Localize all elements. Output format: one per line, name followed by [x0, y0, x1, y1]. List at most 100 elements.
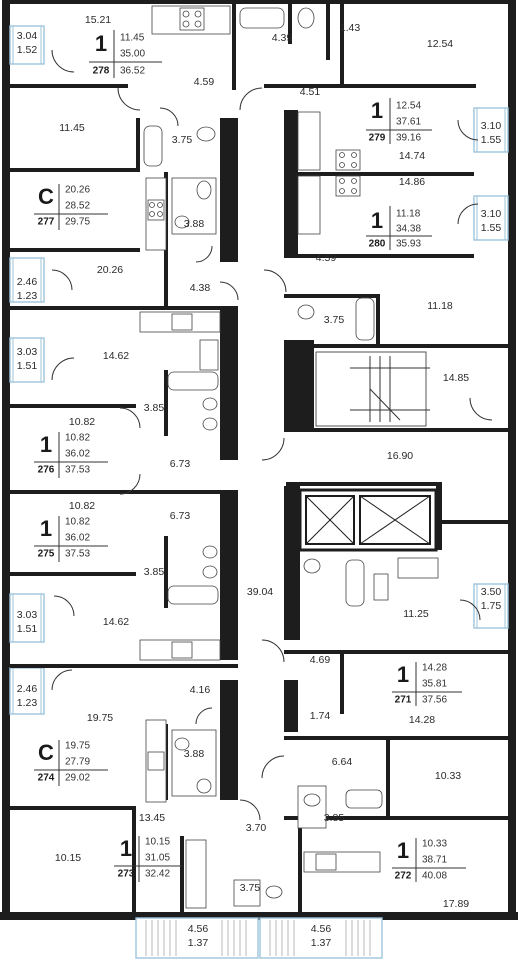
apartment-total-with-balcony: 29.75 — [65, 217, 90, 228]
apartment-total-area: 36.02 — [65, 449, 90, 460]
apartment-total-area: 34.38 — [396, 224, 421, 235]
apartment-total-area: 35.81 — [422, 679, 447, 690]
room-area: 10.15 — [55, 852, 81, 864]
apartment-badge-277[interactable]: C 277 20.26 28.52 29.75 — [34, 184, 108, 230]
balcony-reduced-area: 1.55 — [481, 134, 502, 146]
room-area: 20.26 — [97, 264, 123, 276]
room-area: 39.04 — [247, 586, 273, 598]
room-area: 4.39 — [272, 32, 293, 44]
room-labels: 15.21 4.39 1.43 12.54 4.59 4.51 11.45 3.… — [55, 14, 469, 910]
room-area: 16.90 — [387, 450, 413, 462]
apartment-number: 272 — [395, 871, 412, 882]
balcony-area: 3.10 — [481, 120, 502, 132]
room-area: 3.75 — [240, 882, 261, 894]
apartment-total-with-balcony: 37.53 — [65, 465, 90, 476]
apartment-living-area: 10.82 — [65, 517, 90, 528]
balcony-reduced-area: 1.51 — [17, 623, 38, 635]
balcony-reduced-area: 1.52 — [17, 44, 38, 56]
apartment-number: 278 — [93, 66, 110, 77]
apartment-number: 274 — [38, 773, 55, 784]
apartment-living-area: 10.15 — [145, 837, 170, 848]
apartment-type: 1 — [371, 98, 383, 123]
room-area: 14.62 — [103, 350, 129, 362]
apartment-total-with-balcony: 37.53 — [65, 549, 90, 560]
apartment-badge-272[interactable]: 1 272 10.33 38.71 40.08 — [392, 838, 466, 882]
apartment-badge-274[interactable]: C 274 19.75 27.79 29.02 — [34, 740, 108, 786]
balcony-271: 3.50 1.75 — [473, 583, 509, 629]
room-area: 4.59 — [316, 252, 337, 264]
apartment-type: 1 — [40, 432, 52, 457]
apartment-number: 271 — [395, 695, 412, 706]
room-area: 14.62 — [103, 616, 129, 628]
apartment-badge-279[interactable]: 1 279 12.54 37.61 39.16 — [366, 98, 432, 144]
balcony-area: 4.56 — [311, 923, 332, 935]
room-area: 13.45 — [139, 812, 165, 824]
balcony-area: 2.46 — [17, 276, 38, 288]
room-area: 3.85 — [144, 402, 165, 414]
apartment-total-area: 35.00 — [120, 49, 145, 60]
apartment-badge-280[interactable]: 1 280 11.18 34.38 35.93 — [366, 206, 432, 250]
balcony-reduced-area: 1.23 — [17, 697, 38, 709]
apartment-total-area: 28.52 — [65, 201, 90, 212]
balcony-280: 3.10 1.55 — [473, 195, 509, 241]
apartment-badge-275[interactable]: 1 275 10.82 36.02 37.53 — [34, 516, 108, 562]
apartment-badge-278[interactable]: 1 278 11.45 35.00 36.52 — [89, 30, 162, 78]
room-area: 14.74 — [399, 150, 425, 162]
apartment-type: 1 — [95, 31, 107, 56]
room-area: 14.86 — [399, 176, 425, 188]
room-area: 14.85 — [443, 372, 469, 384]
room-area: 3.88 — [184, 218, 205, 230]
apartment-badge-271[interactable]: 1 271 14.28 35.81 37.56 — [392, 662, 462, 706]
balcony-reduced-area: 1.37 — [188, 937, 209, 949]
balcony-273: 4.56 1.37 — [135, 917, 259, 959]
balcony-278: 3.04 1.52 — [9, 25, 45, 65]
apartment-type: C — [38, 184, 54, 209]
balcony-area: 4.56 — [188, 923, 209, 935]
apartment-total-area: 27.79 — [65, 757, 90, 768]
apartment-living-area: 11.18 — [396, 209, 421, 220]
apartment-living-area: 10.82 — [65, 433, 90, 444]
balcony-area: 3.50 — [481, 586, 502, 598]
staircase — [315, 351, 430, 427]
apartment-living-area: 12.54 — [396, 101, 421, 112]
apartment-type: 1 — [371, 208, 383, 233]
balcony-reduced-area: 1.37 — [311, 937, 332, 949]
apartment-living-area: 10.33 — [422, 839, 447, 850]
room-area: 10.82 — [69, 416, 95, 428]
balcony-area: 3.10 — [481, 208, 502, 220]
apartment-total-with-balcony: 35.93 — [396, 239, 421, 250]
apartment-number: 273 — [118, 869, 135, 880]
balcony-area: 3.03 — [17, 346, 38, 358]
fixtures — [139, 5, 439, 909]
apartment-number: 279 — [369, 133, 386, 144]
apartment-type: C — [38, 740, 54, 765]
room-area: 12.54 — [427, 38, 453, 50]
room-area: 1.74 — [310, 710, 331, 722]
apartment-total-with-balcony: 32.42 — [145, 869, 170, 880]
apartment-total-with-balcony: 36.52 — [120, 66, 145, 77]
apartment-number: 276 — [38, 465, 55, 476]
room-area: 1.43 — [340, 22, 361, 34]
room-area: 3.88 — [184, 748, 205, 760]
apartment-type: 1 — [120, 836, 132, 861]
apartment-number: 277 — [38, 217, 55, 228]
room-area: 3.85 — [144, 566, 165, 578]
apartment-type: 1 — [397, 662, 409, 687]
room-area: 3.70 — [246, 822, 267, 834]
balconies: 3.04 1.52 3.10 1.55 3.10 1.55 2.46 1.23 — [9, 25, 509, 959]
apartment-badge-273[interactable]: 1 273 10.15 31.05 32.42 — [114, 836, 182, 882]
outer-walls — [0, 0, 518, 920]
apartment-type: 1 — [40, 516, 52, 541]
room-area: 4.16 — [190, 684, 211, 696]
apartment-total-with-balcony: 40.08 — [422, 871, 447, 882]
balcony-reduced-area: 1.51 — [17, 360, 38, 372]
room-area: 19.75 — [87, 712, 113, 724]
door-swings — [51, 49, 493, 821]
apartment-total-with-balcony: 37.56 — [422, 695, 447, 706]
room-area: 15.21 — [85, 14, 111, 26]
apartment-badge-276[interactable]: 1 276 10.82 36.02 37.53 — [34, 432, 108, 478]
room-area: 3.85 — [324, 812, 345, 824]
apartment-living-area: 14.28 — [422, 663, 447, 674]
apartment-number: 275 — [38, 549, 55, 560]
